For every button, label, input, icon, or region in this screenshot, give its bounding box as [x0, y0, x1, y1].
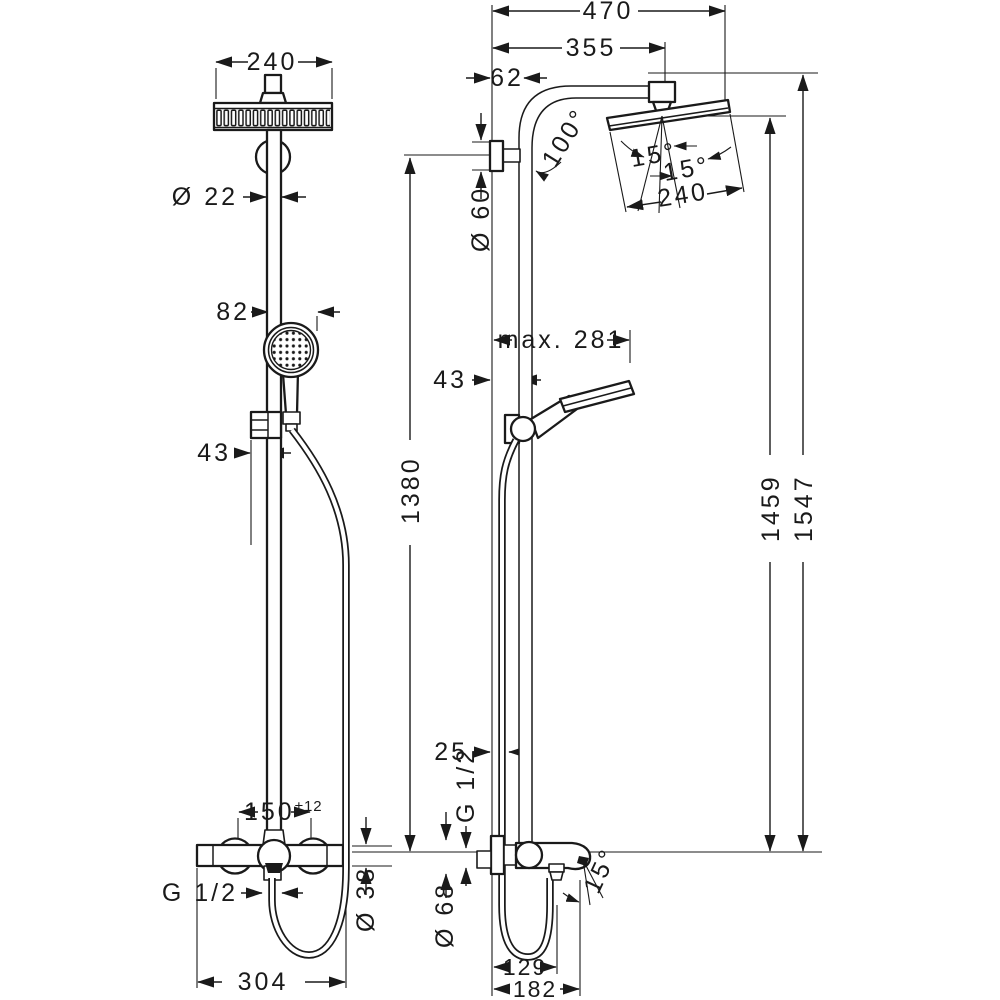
- dim-side-overall-depth: 470: [583, 0, 634, 25]
- front-hand-shower: [262, 321, 320, 432]
- dim-side-pipe-wall-offset: 43: [433, 366, 467, 394]
- dim-front-connection: 150±12: [244, 798, 323, 826]
- dim-front-head-width: 240: [247, 48, 298, 76]
- front-slider-clamp: [249, 410, 283, 440]
- dim-side-lower-wall-offset: 25: [434, 738, 468, 766]
- side-holder-pivot: [509, 415, 537, 443]
- side-wall-bracket: [488, 139, 521, 173]
- arm-angle-leader: [535, 161, 562, 182]
- front-dim-valve-height-lines: [352, 817, 392, 895]
- label-side-arm-angle: 100°: [536, 103, 594, 172]
- side-hand-shower: [503, 379, 636, 445]
- dim-front-valve-height: Ø 38: [352, 866, 380, 932]
- front-hose: [268, 427, 350, 959]
- side-spout-angle-annotation: [562, 859, 604, 906]
- dim-side-max-reach: max. 281: [498, 326, 625, 354]
- side-mixer: [476, 834, 592, 881]
- side-dim-escutcheon-lines: [472, 113, 492, 199]
- dim-side-head-depth: 240: [656, 177, 710, 213]
- front-overhead-shower: [212, 73, 334, 132]
- dim-side-overall-height: 1547: [790, 474, 818, 542]
- front-mixer: [195, 829, 345, 881]
- dim-front-valve-width: 304: [238, 968, 289, 996]
- side-view: 470 355 62 100° 15° 15° 240 Ø 60 max. 28…: [352, 0, 822, 1000]
- mixer-diverter-wedge: [265, 863, 283, 873]
- dim-side-escutcheon: Ø 60: [467, 186, 495, 252]
- dim-side-bracket-height: 1380: [397, 456, 425, 524]
- dim-side-upper-wall-offset: 62: [490, 64, 524, 92]
- side-mixer-wall-plate: [489, 834, 506, 876]
- hand-shower-nut: [282, 411, 301, 425]
- side-dim-overall-depth-lines: [492, 5, 726, 100]
- side-dim-spout-depth-lines: [493, 880, 581, 996]
- dim-side-arm-reach: 355: [566, 34, 617, 62]
- dim-side-spout-depth: 129: [503, 954, 547, 980]
- side-spout-aerator: [548, 863, 565, 873]
- side-overhead-shower: [605, 98, 732, 132]
- front-riser-pipe: [265, 128, 283, 844]
- front-view: 240 Ø 22 82 43 150±12 G 1/2 Ø 38 304: [162, 48, 392, 996]
- side-dim-max-reach-lines: [493, 330, 631, 363]
- dim-side-valve-diameter: Ø 68: [431, 882, 459, 948]
- side-mixer-knob: [514, 840, 544, 870]
- side-head-swivel-annotation: [620, 115, 732, 214]
- dim-front-hand-shower-width: 82: [216, 298, 250, 326]
- front-dim-head-width-lines: [215, 56, 333, 99]
- head-connector-stem: [263, 73, 283, 95]
- dim-side-head-height: 1459: [757, 474, 785, 542]
- dim-front-thread: G 1/2: [162, 879, 238, 907]
- hand-shower-spray-face: [270, 329, 312, 371]
- side-riser-and-arm: [518, 80, 677, 845]
- side-dim-head-depth-lines: [609, 113, 745, 213]
- dim-front-pipe-diameter: Ø 22: [172, 183, 238, 211]
- side-hose: [498, 438, 554, 961]
- dim-side-lower-overall-depth: 182: [513, 976, 557, 1000]
- side-mixer-union-nut: [476, 850, 492, 869]
- overhead-ribs: [216, 109, 330, 127]
- head-connector-flare: [258, 91, 288, 105]
- front-dim-bracket-offset-lines: [233, 440, 291, 545]
- dim-front-bracket-offset: 43: [197, 439, 231, 467]
- dim-side-lower-thread: G 1/2: [452, 747, 480, 823]
- arm-end-nut: [647, 80, 677, 104]
